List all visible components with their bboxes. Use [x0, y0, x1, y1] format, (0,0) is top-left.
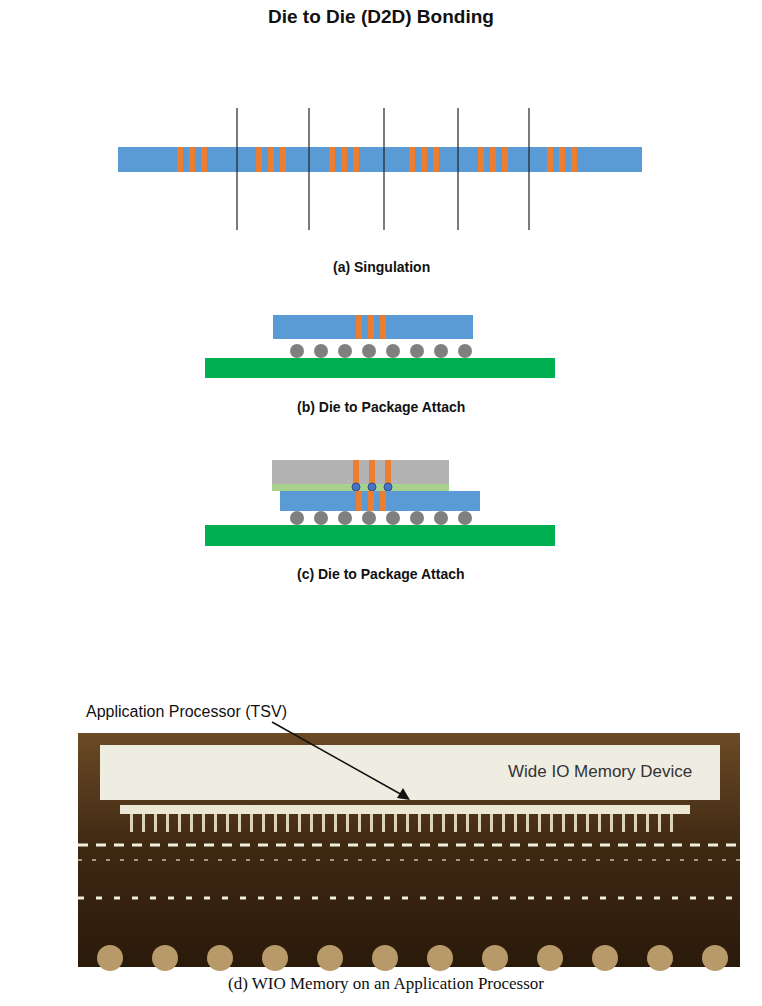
solder-ball: [97, 945, 123, 971]
tsv: [370, 814, 373, 832]
tsv: [202, 814, 205, 832]
tsv: [430, 814, 433, 832]
solder-ball: [207, 945, 233, 971]
tsv: [334, 814, 337, 832]
solder-ball: [592, 945, 618, 971]
solder-ball: [482, 945, 508, 971]
die-on-package: [205, 315, 555, 378]
tsv: [142, 814, 145, 832]
solder-ball: [427, 945, 453, 971]
tsv: [502, 814, 505, 832]
tsv: [598, 814, 601, 832]
tsv: [250, 814, 253, 832]
tsv: [262, 814, 265, 832]
tsv: [274, 814, 277, 832]
solder-ball: [372, 945, 398, 971]
step-caption: (b) Die to Package Attach: [297, 399, 465, 416]
solder-ball: [152, 945, 178, 971]
solder-ball: [537, 945, 563, 971]
tsv: [610, 814, 613, 832]
solder-ball: [702, 945, 728, 971]
solder-ball: [262, 945, 288, 971]
tsv: [538, 814, 541, 832]
step-caption: (a) Singulation: [333, 259, 430, 276]
tsv: [298, 814, 301, 832]
stacked-dies: [205, 460, 555, 546]
tsv: [406, 814, 409, 832]
tsv: [130, 814, 133, 832]
tsv: [286, 814, 289, 832]
step-caption: (c) Die to Package Attach: [297, 566, 465, 583]
tsv: [358, 814, 361, 832]
tsv: [382, 814, 385, 832]
tsv: [214, 814, 217, 832]
tsv: [226, 814, 229, 832]
tsv: [466, 814, 469, 832]
tsv: [562, 814, 565, 832]
tsv: [490, 814, 493, 832]
tsv: [526, 814, 529, 832]
tsv: [478, 814, 481, 832]
tsv: [154, 814, 157, 832]
tsv: [622, 814, 625, 832]
tsv: [550, 814, 553, 832]
figure-caption: (d) WIO Memory on an Application Process…: [228, 974, 544, 994]
solder-ball: [317, 945, 343, 971]
tsv: [574, 814, 577, 832]
tsv: [646, 814, 649, 832]
tsv: [634, 814, 637, 832]
tsv: [310, 814, 313, 832]
die-label: Wide IO Memory Device: [508, 762, 692, 782]
tsv: [166, 814, 169, 832]
tsv: [238, 814, 241, 832]
tsv: [346, 814, 349, 832]
diagram-title: Die to Die (D2D) Bonding: [268, 6, 494, 29]
tsv: [394, 814, 397, 832]
memory-die: Wide IO Memory Device: [100, 745, 720, 800]
tsv: [418, 814, 421, 832]
cross-section-photo: [78, 722, 740, 971]
tsv: [670, 814, 673, 832]
wafer: [118, 108, 642, 230]
tsv: [442, 814, 445, 832]
tsv: [658, 814, 661, 832]
tsv: [178, 814, 181, 832]
part-label: Application Processor (TSV): [86, 702, 287, 721]
tsv: [322, 814, 325, 832]
solder-ball: [647, 945, 673, 971]
tsv: [454, 814, 457, 832]
tsv: [586, 814, 589, 832]
tsv: [190, 814, 193, 832]
tsv: [514, 814, 517, 832]
